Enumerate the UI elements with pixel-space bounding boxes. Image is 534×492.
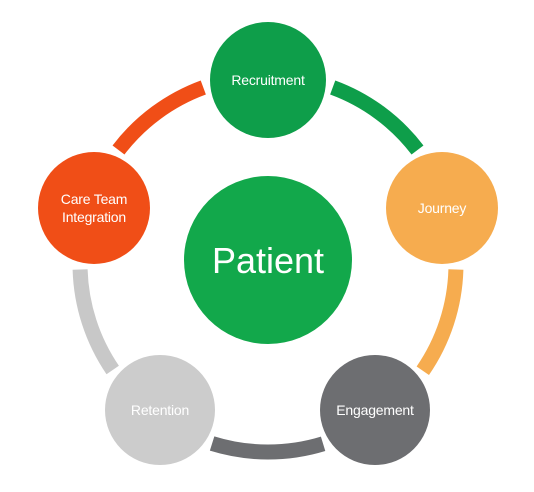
- node-journey: Journey: [386, 152, 498, 264]
- connector-care-team-integration-to-recruitment: [112, 80, 206, 155]
- node-circle-care-team-integration: [38, 152, 150, 264]
- node-circle-recruitment: [210, 22, 326, 138]
- node-engagement: Engagement: [320, 355, 430, 465]
- center-label: Patient: [212, 240, 324, 281]
- node-recruitment: Recruitment: [210, 22, 326, 138]
- center-node: Patient: [184, 176, 352, 344]
- center-circle: [184, 176, 352, 344]
- node-label-retention: Retention: [131, 402, 189, 418]
- node-label-care-team-integration: Care Team: [61, 191, 127, 207]
- node-circle-journey: [386, 152, 498, 264]
- node-circle-retention: [105, 355, 215, 465]
- connector-recruitment-to-journey: [330, 80, 424, 155]
- node-label-engagement: Engagement: [336, 402, 414, 418]
- connector-arcs: [72, 80, 464, 460]
- connector-journey-to-engagement: [416, 269, 464, 375]
- node-circle-engagement: [320, 355, 430, 465]
- connector-engagement-to-retention: [209, 436, 326, 460]
- node-label-journey: Journey: [418, 200, 467, 216]
- node-label-care-team-integration: Integration: [62, 209, 126, 225]
- node-label-recruitment: Recruitment: [231, 72, 305, 88]
- node-retention: Retention: [105, 355, 215, 465]
- connector-retention-to-care-team-integration: [72, 269, 119, 375]
